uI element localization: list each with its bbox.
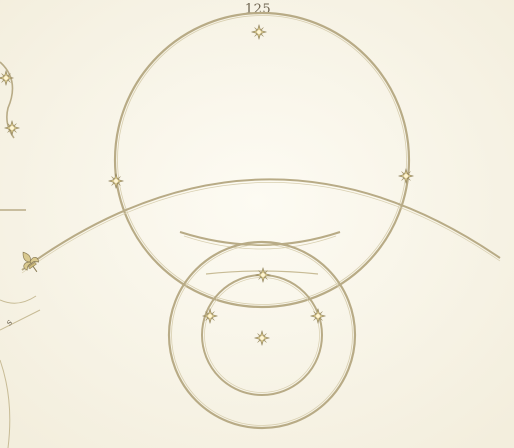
- plate-number: 125: [245, 2, 271, 17]
